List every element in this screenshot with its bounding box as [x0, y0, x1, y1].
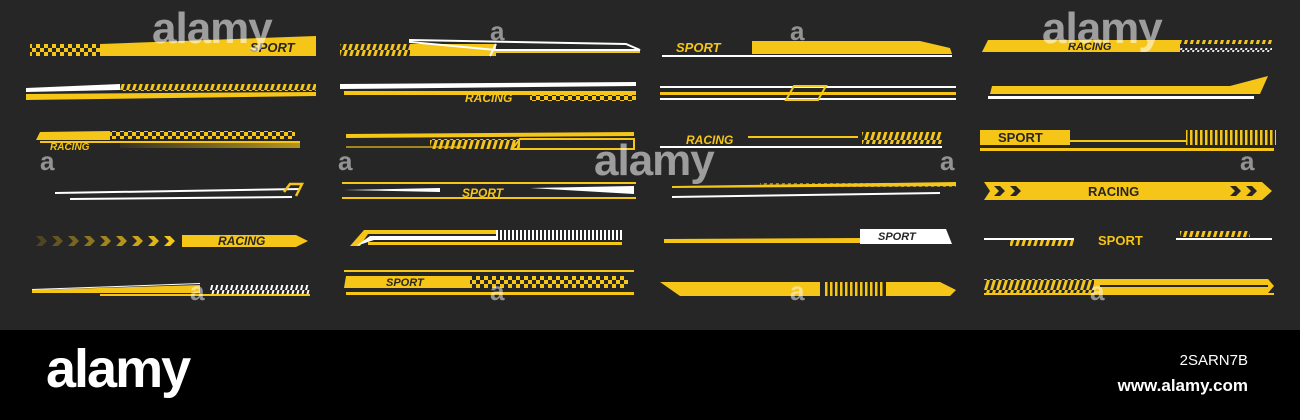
- stripe-4-4: RACING: [984, 182, 1272, 200]
- site-url[interactable]: www.alamy.com: [1117, 376, 1248, 395]
- stripe-3-3: RACING: [660, 132, 942, 148]
- label-racing: RACING: [1088, 184, 1139, 199]
- watermark-mark: a: [40, 146, 55, 176]
- label-sport: SPORT: [250, 40, 296, 55]
- stripe-2-1: [340, 38, 641, 57]
- stripe-4-1: RACING: [982, 40, 1272, 53]
- stripe-2-3: [346, 132, 635, 150]
- stripe-artwork: SPORT RACING RACING: [26, 36, 1276, 296]
- watermark-mark: a: [790, 16, 805, 46]
- stripe-4-5: SPORT: [984, 231, 1272, 248]
- stripe-3-6: [660, 282, 956, 296]
- watermark-mark: a: [1240, 146, 1255, 176]
- stripe-4-2: [988, 76, 1268, 99]
- stripe-2-2: RACING: [340, 82, 636, 105]
- label-racing: RACING: [50, 142, 90, 153]
- label-sport: SPORT: [1098, 233, 1143, 248]
- stripe-4-3: SPORT: [980, 130, 1276, 151]
- watermark-mark: a: [940, 146, 955, 176]
- stripe-3-5: SPORT: [664, 229, 952, 244]
- footer-bar: alamy 2SARN7B www.alamy.com: [0, 330, 1300, 420]
- watermark-logo: alamy: [152, 4, 273, 53]
- stripe-3-4: [672, 182, 956, 198]
- label-racing: RACING: [1068, 41, 1112, 53]
- label-sport: SPORT: [462, 186, 505, 200]
- label-sport: SPORT: [878, 231, 917, 243]
- watermark-mark: a: [490, 276, 505, 306]
- watermark-mark: a: [490, 16, 505, 46]
- stripe-3-2: [660, 85, 956, 101]
- label-racing: RACING: [686, 133, 733, 147]
- brand-logo: alamy: [46, 339, 191, 399]
- stripe-sheet: SPORT RACING RACING: [0, 0, 1300, 330]
- image-id: 2SARN7B: [1179, 352, 1248, 369]
- stripe-1-4: [55, 182, 305, 200]
- stripe-3-1: SPORT: [662, 40, 952, 57]
- watermark-logo: alamy: [1042, 4, 1163, 53]
- stripe-1-3: RACING: [36, 131, 300, 153]
- stripe-4-6: [984, 279, 1274, 295]
- stripe-1-5: RACING: [36, 234, 308, 248]
- label-sport: SPORT: [998, 130, 1043, 145]
- watermark-mark: a: [1090, 276, 1105, 306]
- stripe-1-1: SPORT: [30, 36, 316, 56]
- label-sport: SPORT: [676, 40, 722, 55]
- watermark-mark: a: [190, 276, 205, 306]
- label-racing: RACING: [218, 234, 265, 248]
- label-racing: RACING: [465, 91, 512, 105]
- stripe-2-5: [350, 230, 622, 246]
- stripe-2-4: SPORT: [342, 182, 636, 200]
- label-sport: SPORT: [386, 277, 425, 289]
- stripe-1-2: [26, 84, 316, 100]
- watermark-mark: a: [790, 276, 805, 306]
- watermark-mark: a: [338, 146, 353, 176]
- watermark-logo: alamy: [594, 136, 715, 185]
- stripe-1-6: [32, 283, 310, 296]
- stripe-2-6: SPORT: [344, 270, 634, 295]
